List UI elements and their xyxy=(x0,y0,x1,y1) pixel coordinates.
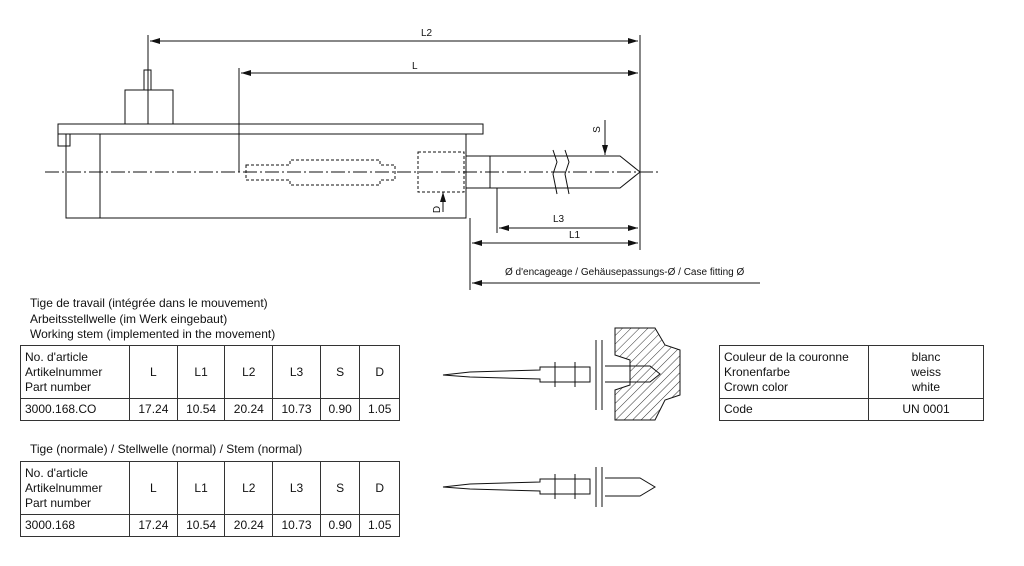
normal-stem-title: Tige (normale) / Stellwelle (normal) / S… xyxy=(30,442,303,456)
cell: 10.73 xyxy=(272,398,321,421)
col-header: S xyxy=(319,461,361,515)
col-header: L3 xyxy=(272,461,321,515)
cell: 17.24 xyxy=(129,398,178,421)
dim-label-l: L xyxy=(412,61,418,72)
cell: 10.54 xyxy=(176,398,226,421)
col-header: D xyxy=(359,461,400,515)
case-fitting-label: Ø d'encageage / Gehäusepassungs-Ø / Case… xyxy=(505,267,745,278)
col-header: L2 xyxy=(224,461,274,515)
cell: 0.90 xyxy=(319,514,361,537)
col-header: L1 xyxy=(176,461,226,515)
cell: 1.05 xyxy=(359,398,400,421)
code-value: UN 0001 xyxy=(868,398,984,421)
title-line: Tige de travail (intégrée dans le mouvem… xyxy=(30,296,268,310)
cell: 10.54 xyxy=(176,514,226,537)
col-header: S xyxy=(319,345,361,399)
col-header: L3 xyxy=(272,345,321,399)
col-header: L xyxy=(129,345,178,399)
part-number: 3000.168 xyxy=(20,514,130,537)
dim-label-s: S xyxy=(591,126,603,133)
cell: 17.24 xyxy=(129,514,178,537)
table-row: 3000.168 17.24 10.54 20.24 10.73 0.90 1.… xyxy=(20,514,400,537)
dim-label-l2: L2 xyxy=(421,28,433,39)
cell: 1.05 xyxy=(359,514,400,537)
cell: 10.73 xyxy=(272,514,321,537)
cell: 20.24 xyxy=(224,514,274,537)
table-row: 3000.168.CO 17.24 10.54 20.24 10.73 0.90… xyxy=(20,398,400,421)
title-line: Working stem (implemented in the movemen… xyxy=(30,327,276,341)
title-line: Arbeitsstellwelle (im Werk eingebaut) xyxy=(30,311,228,326)
table-row: Code UN 0001 xyxy=(719,398,984,421)
working-stem-title: Tige de travail (intégrée dans le mouvem… xyxy=(30,296,275,343)
col-header: L xyxy=(129,461,178,515)
col-header: L2 xyxy=(224,345,274,399)
cell: 0.90 xyxy=(319,398,361,421)
dim-label-l1: L1 xyxy=(569,230,581,241)
dim-label-l3: L3 xyxy=(553,214,565,225)
dim-label-d: D xyxy=(432,205,444,214)
col-header: L1 xyxy=(176,345,226,399)
cell: 20.24 xyxy=(224,398,274,421)
code-label: Code xyxy=(719,398,869,421)
part-number: 3000.168.CO xyxy=(20,398,130,421)
col-header: D xyxy=(359,345,400,399)
